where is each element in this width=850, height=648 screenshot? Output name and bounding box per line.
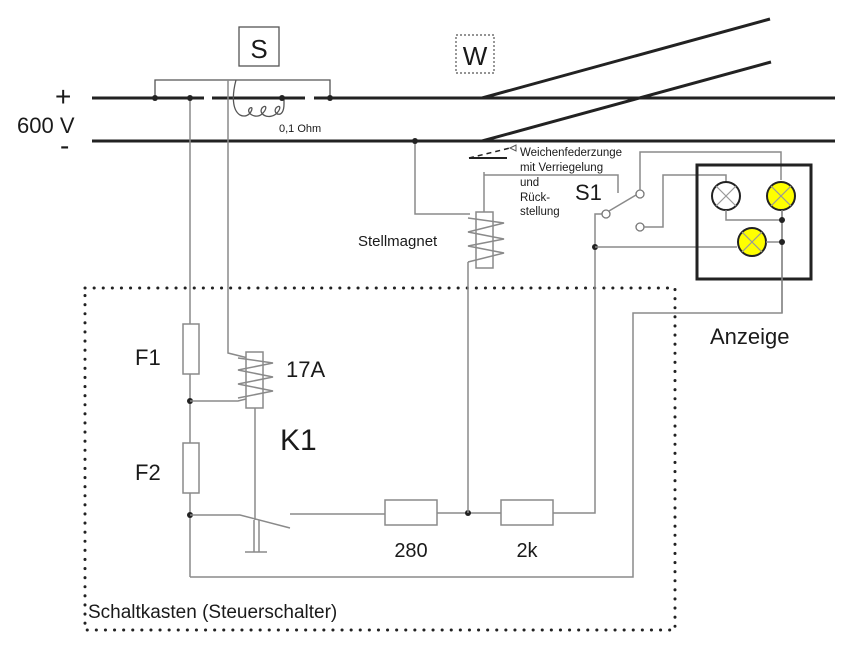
resistor-2k [500, 499, 554, 526]
switch-lever [608, 194, 637, 212]
tongue-text-line1: Weichenfederzunge [520, 147, 622, 159]
tongue-link-wire [484, 174, 619, 193]
junction-dot [279, 95, 285, 101]
switch-upper-wire [639, 151, 782, 190]
junction-dot [327, 95, 333, 101]
control-box-label: Schaltkasten (Steuerschalter) [88, 602, 337, 623]
minus-label: - [60, 130, 69, 161]
stellmagnet-label: Stellmagnet [358, 233, 438, 250]
junction-dot [779, 217, 785, 223]
fuse-f1 [182, 323, 200, 375]
section-s-box [238, 26, 280, 67]
section-bridge-wire [154, 79, 331, 98]
section-w-box [455, 34, 495, 74]
resistor-2k-label: 2k [516, 540, 538, 562]
fuse-f2-label: F2 [135, 460, 161, 485]
switch-terminal-upper [635, 189, 645, 199]
switch-tongue-arrow-icon [508, 144, 517, 152]
lamp-bottom-icon [737, 227, 767, 257]
switch-lower-wire [644, 174, 727, 228]
tongue-text-line2: mit Verriegelung [520, 162, 603, 174]
resistor-280 [384, 499, 438, 526]
junction-dot [412, 138, 418, 144]
switch-common-terminal [601, 209, 611, 219]
fuse-f1-label: F1 [135, 345, 161, 370]
section-s-label: S [250, 34, 267, 64]
tongue-text-line5: stellung [520, 206, 560, 218]
relay-coil-label: 17A [286, 357, 325, 382]
lamp-off-icon [711, 181, 741, 211]
sense-wire [227, 80, 249, 359]
switch-terminal-lower [635, 222, 645, 232]
coil-return-wire [190, 397, 251, 402]
lamp-common-wire [725, 210, 782, 221]
fuse-f2 [182, 442, 200, 494]
resistor-280-label: 280 [394, 540, 427, 562]
tongue-text-line4: Rück- [520, 192, 550, 204]
section-w-label: W [463, 41, 488, 71]
diverging-track-upper [481, 17, 771, 100]
indicator-frame [695, 163, 813, 281]
relay-label: K1 [280, 424, 317, 457]
magnet-feed-wire [414, 141, 470, 215]
switch-common-wire [594, 213, 602, 247]
junction-dot [152, 95, 158, 101]
junction-dot [779, 239, 785, 245]
indicator-label: Anzeige [710, 324, 790, 349]
voltage-label: 600 V [17, 113, 75, 138]
resistor-to-switch-wire [553, 247, 596, 514]
switch-tongue-dashed [468, 147, 511, 159]
shunt-coil [232, 79, 285, 118]
junction-dot [187, 95, 193, 101]
plus-label: + [55, 81, 71, 112]
diverging-track-lower [481, 60, 772, 143]
stellmagnet-winding [467, 217, 505, 263]
relay-contact [190, 514, 291, 529]
tongue-text-line3: und [520, 177, 539, 189]
shunt-label: 0,1 Ohm [279, 123, 321, 135]
relay-coil-winding [237, 357, 274, 399]
lamp-top-right-icon [766, 181, 796, 211]
control-box-outline [83, 286, 677, 632]
switch-s1-label: S1 [575, 180, 602, 205]
